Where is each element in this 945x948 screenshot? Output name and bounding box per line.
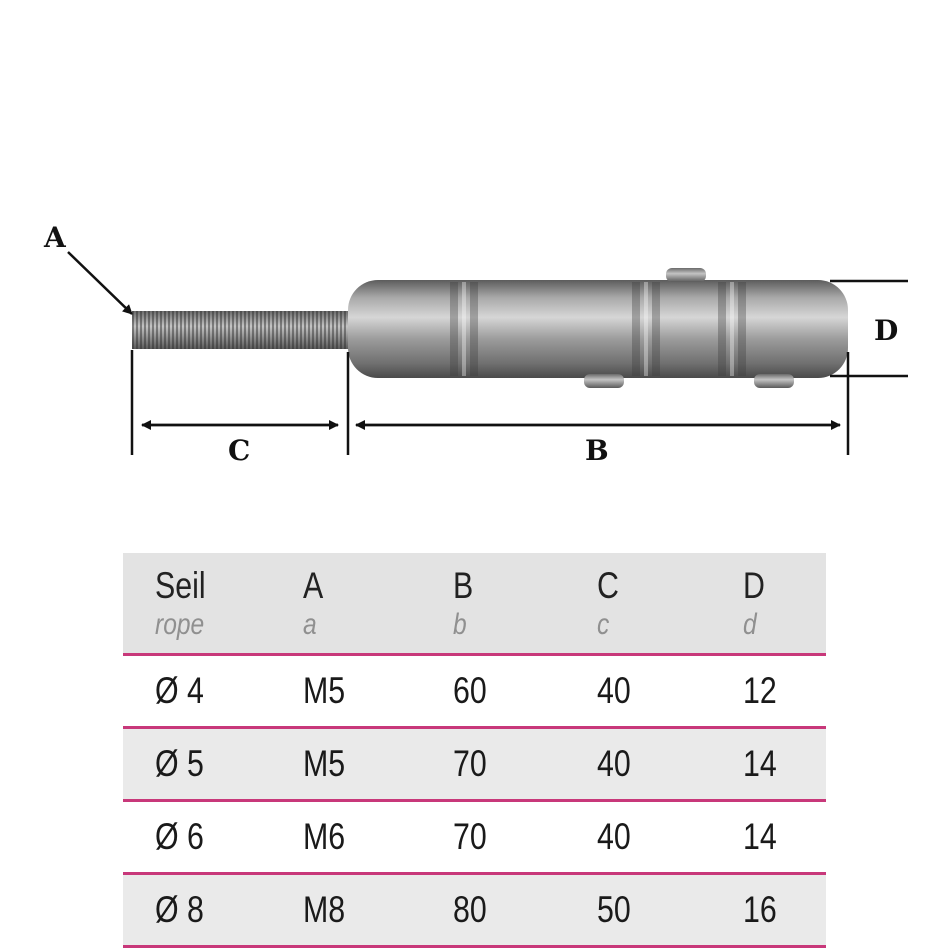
cell-c: 50 <box>597 889 631 930</box>
cell-rope: Ø 6 <box>155 816 204 857</box>
terminal-body <box>348 280 848 378</box>
header-label: B <box>453 565 474 606</box>
cell-b: 60 <box>453 670 487 711</box>
header-label: D <box>743 565 765 606</box>
cell-a: M6 <box>303 816 346 857</box>
dimension-label-b: B <box>585 434 609 467</box>
set-screw-bottom-right <box>754 374 794 388</box>
set-screw-bottom-left <box>584 374 624 388</box>
header-cell-b: B b <box>453 553 478 653</box>
cell-c: 40 <box>597 743 631 784</box>
header-sublabel: c <box>597 608 610 641</box>
cell-c: 40 <box>597 670 631 711</box>
cell-a: M5 <box>303 670 346 711</box>
table-divider <box>123 726 826 729</box>
dimension-lines <box>67 251 908 455</box>
header-sublabel: a <box>303 608 317 641</box>
header-sublabel: rope <box>155 608 205 641</box>
cell-b: 70 <box>453 743 487 784</box>
table-divider <box>123 799 826 802</box>
cell-c: 40 <box>597 816 631 857</box>
cell-rope: Ø 4 <box>155 670 204 711</box>
header-label: A <box>303 565 324 606</box>
cell-b: 70 <box>453 816 487 857</box>
header-cell-d: D d <box>743 553 770 653</box>
cell-a: M5 <box>303 743 346 784</box>
spec-table: Seil rope A a B b C c D d Ø 4 M5 60 40 1… <box>123 553 826 948</box>
cell-d: 16 <box>743 889 777 930</box>
cell-a: M8 <box>303 889 346 930</box>
threaded-stud <box>132 311 350 349</box>
header-cell-rope: Seil rope <box>155 553 217 653</box>
header-label: Seil <box>155 565 206 606</box>
table-row: Ø 6 M6 70 40 14 <box>123 802 826 872</box>
table-header-row: Seil rope A a B b C c D d <box>123 553 826 653</box>
cell-b: 80 <box>453 889 487 930</box>
table-divider <box>123 872 826 875</box>
header-cell-c: C c <box>597 553 624 653</box>
table-row: Ø 5 M5 70 40 14 <box>123 729 826 799</box>
table-row: Ø 8 M8 80 50 16 <box>123 875 826 945</box>
header-cell-a: A a <box>303 553 328 653</box>
cell-d: 12 <box>743 670 777 711</box>
header-label: C <box>597 565 619 606</box>
header-sublabel: b <box>453 608 467 641</box>
table-row: Ø 4 M5 60 40 12 <box>123 656 826 726</box>
dimension-label-a: A <box>43 221 67 254</box>
technical-drawing: A C B D <box>43 221 908 467</box>
header-sublabel: d <box>743 608 757 641</box>
dimension-label-c: C <box>228 434 250 467</box>
cell-rope: Ø 8 <box>155 889 204 930</box>
dimension-label-d: D <box>874 314 898 347</box>
cell-d: 14 <box>743 743 777 784</box>
table-divider <box>123 653 826 656</box>
cell-d: 14 <box>743 816 777 857</box>
set-screw-top <box>666 268 706 282</box>
cell-rope: Ø 5 <box>155 743 204 784</box>
